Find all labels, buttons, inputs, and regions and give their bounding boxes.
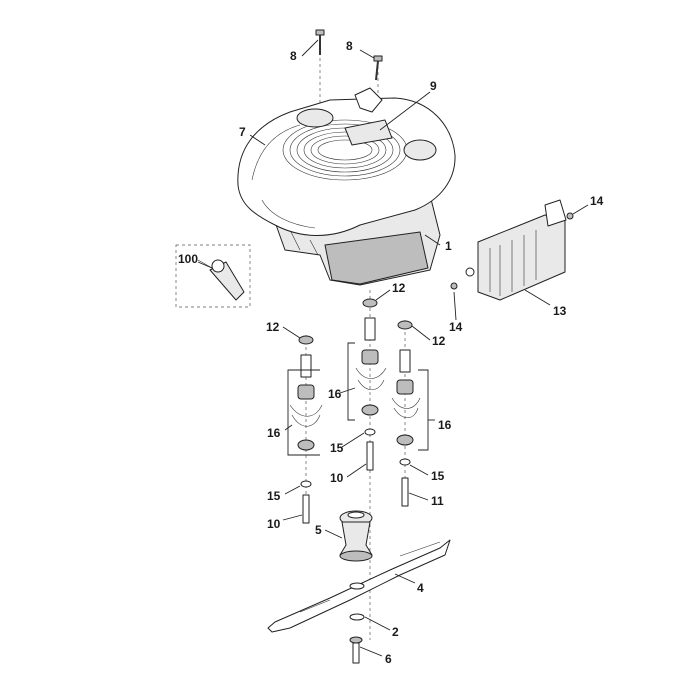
pull-handle	[354, 87, 383, 113]
callout-15-right: 15	[431, 469, 445, 483]
plug-connector-box	[175, 244, 251, 308]
leader-lines	[197, 39, 589, 657]
screw-8-right	[373, 55, 383, 81]
callout-4: 4	[417, 581, 424, 595]
callout-10-left: 10	[267, 517, 281, 531]
callout-9: 9	[430, 79, 437, 93]
mower-blade	[267, 539, 451, 633]
callout-14-top: 14	[590, 194, 604, 208]
callout-7: 7	[239, 125, 246, 139]
callout-12-left: 12	[266, 320, 280, 334]
callout-13: 13	[553, 304, 567, 318]
cover-boss	[403, 139, 437, 161]
callout-10-center: 10	[330, 471, 344, 485]
mount-center	[355, 298, 387, 471]
callout-15-center: 15	[330, 441, 344, 455]
callout-12-center: 12	[392, 281, 406, 295]
spark-plug-connector	[197, 259, 245, 301]
engine-detail	[289, 229, 319, 256]
mount-left	[289, 335, 323, 524]
screw-8-left	[315, 29, 325, 55]
engine-assembly	[237, 87, 456, 286]
callout-16-center: 16	[328, 387, 342, 401]
callout-1: 1	[445, 239, 452, 253]
cover-contour	[251, 124, 316, 229]
bracket-16-left	[287, 369, 320, 456]
callout-16-left: 16	[267, 426, 281, 440]
engine-cover	[237, 97, 456, 236]
callout-100: 100	[178, 252, 198, 266]
bracket-16-center	[347, 342, 355, 421]
callout-2: 2	[392, 625, 399, 639]
callout-6: 6	[385, 652, 392, 666]
decal-plate	[344, 119, 393, 146]
screw-14-bottom	[450, 282, 458, 290]
engine-sump	[324, 231, 429, 285]
bracket-16-right	[418, 369, 429, 451]
muffler-guard	[465, 199, 567, 301]
callout-16-right: 16	[438, 418, 452, 432]
callout-labels: 1 2 4 5 6 7 8 8 9 10 10 11 12 12 12 13 1…	[178, 39, 604, 666]
callout-12-right: 12	[432, 334, 446, 348]
screw-14-top	[566, 212, 574, 220]
callout-15-left: 15	[267, 489, 281, 503]
washer	[349, 613, 365, 621]
callout-5: 5	[315, 523, 322, 537]
mount-right	[391, 320, 421, 507]
blade-adapter	[339, 510, 373, 562]
filler-cap	[296, 108, 334, 128]
callout-14-bottom: 14	[449, 320, 463, 334]
callout-8-left: 8	[290, 49, 297, 63]
callout-8-right: 8	[346, 39, 353, 53]
blade-screw	[349, 636, 363, 664]
callout-11: 11	[431, 494, 444, 508]
